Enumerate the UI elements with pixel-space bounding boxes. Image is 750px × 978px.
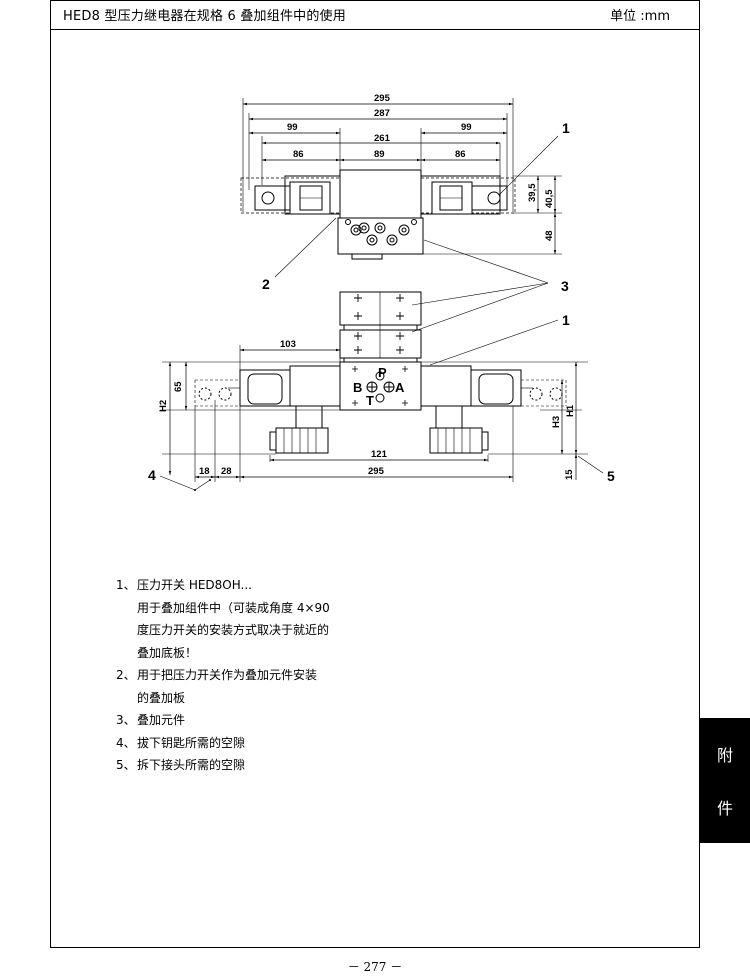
svg-text:39,5: 39,5 [527,183,538,202]
unit-label: 单位 :mm [610,9,670,24]
note-1-line-3: 度压力开关的安装方式取决于就近的 [137,623,330,637]
port-t-label: T [366,393,374,408]
note-2-line-2: 的叠加板 [137,690,186,705]
appendix-side-tab: 附 件 [700,718,750,843]
callout-4: 4 [148,467,156,483]
svg-text:287: 287 [374,108,390,119]
svg-text:86: 86 [293,149,304,160]
svg-text:48: 48 [544,230,555,241]
callout-3: 3 [561,278,569,294]
note-2: 2、用于把压力开关作为叠加元件安装 [116,668,318,682]
callout-2: 2 [262,276,270,292]
svg-text:99: 99 [461,122,472,133]
page-number: － 277 － [347,960,403,974]
side-tab-bottom-char: 件 [716,799,733,818]
svg-text:295: 295 [368,466,385,477]
svg-text:28: 28 [221,466,232,477]
front-view [159,291,604,491]
port-a-label: A [395,380,405,395]
svg-text:18: 18 [199,466,210,477]
svg-text:15: 15 [564,469,575,480]
port-b-label: B [353,380,362,395]
callout-1-front: 1 [562,312,570,328]
svg-text:89: 89 [374,149,385,160]
svg-text:261: 261 [374,133,391,144]
svg-text:121: 121 [371,449,388,460]
top-view [240,98,562,366]
svg-text:H3: H3 [551,416,562,428]
svg-text:103: 103 [280,339,296,350]
svg-text:H2: H2 [158,400,169,412]
callout-1-top: 1 [562,120,570,136]
document-title: HED8 型压力继电器在规格 6 叠加组件中的使用 [63,9,346,24]
note-3: 3、叠加元件 [116,713,186,727]
callout-5: 5 [607,468,615,484]
port-p-label: P [378,365,387,380]
note-1: 1、压力开关 HED8OH... [116,578,252,592]
note-4: 4、拔下钥匙所需的空隙 [116,735,246,750]
technical-drawing: 295 287 99 99 261 86 89 86 39,5 40,5 48 … [148,93,615,491]
page-frame [50,0,700,948]
notes-list: 1、压力开关 HED8OH... 用于叠加组件中（可装成角度 4×90 度压力开… [116,574,330,777]
page-header: HED8 型压力继电器在规格 6 叠加组件中的使用 单位 :mm [50,0,700,30]
svg-text:40,5: 40,5 [544,189,555,208]
side-tab-top-char: 附 [716,746,733,765]
svg-text:99: 99 [287,122,298,133]
dim-295-top: 295 [374,93,391,104]
note-1-line-4: 叠加底板！ [137,645,198,660]
note-5: 5、拆下接头所需的空隙 [116,758,246,772]
svg-text:H1: H1 [565,404,576,417]
svg-text:86: 86 [455,149,466,160]
svg-text:65: 65 [173,381,184,392]
note-1-line-2: 用于叠加组件中（可装成角度 4×90 [137,600,330,615]
